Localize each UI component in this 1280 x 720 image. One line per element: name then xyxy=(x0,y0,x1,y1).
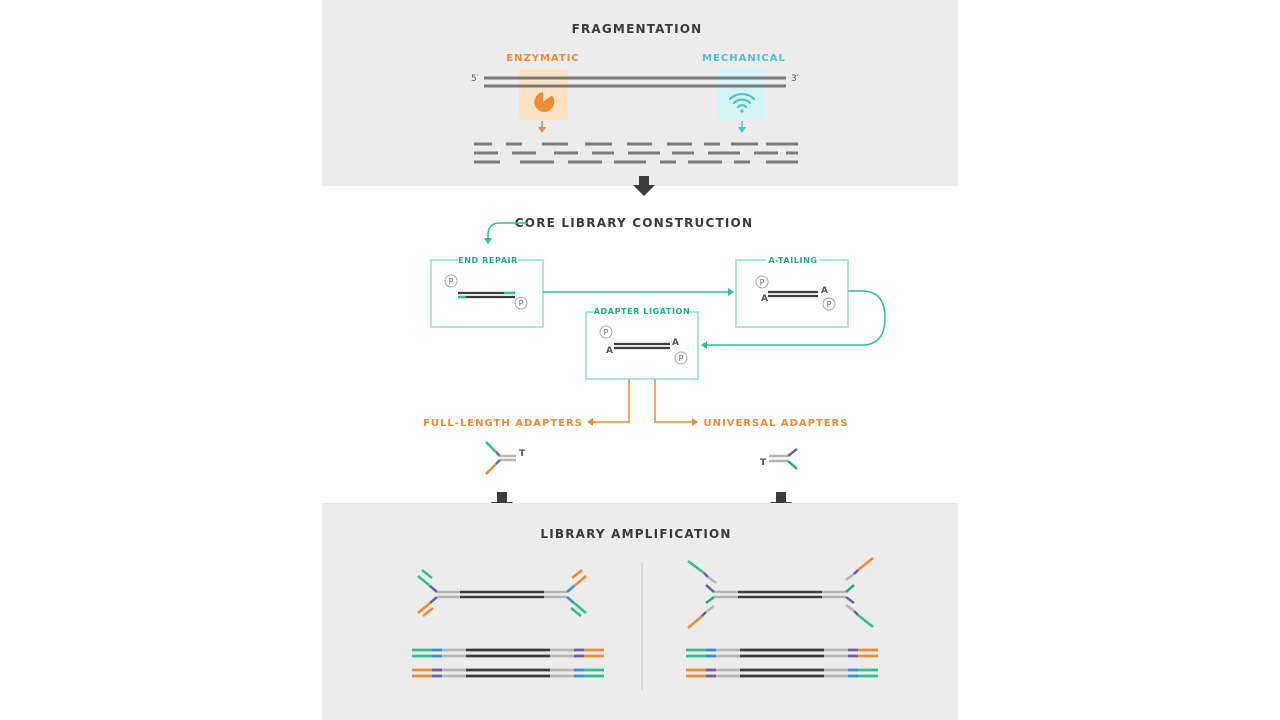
core-section: CORE LIBRARY CONSTRUCTION END REPAIR P P… xyxy=(423,216,886,475)
fragmentation-section: FRAGMENTATION ENZYMATIC MECHANICAL 5′ 3′ xyxy=(322,0,958,186)
phosphate-label: P xyxy=(760,278,765,287)
phosphate-label: P xyxy=(604,328,609,337)
arrow-a-tailing-to-ligation xyxy=(701,290,886,349)
enzymatic-label: ENZYMATIC xyxy=(506,53,580,64)
full-length-construct xyxy=(417,569,587,617)
end-repair-box: END REPAIR P P xyxy=(430,254,544,328)
full-length-adapters-label: FULL-LENGTH ADAPTERS xyxy=(423,418,583,429)
arrow-to-amplification-left xyxy=(491,492,513,513)
universal-adapter-icon: T xyxy=(760,448,798,470)
phosphate-label: P xyxy=(519,299,524,308)
three-prime-label: 3′ xyxy=(791,74,799,84)
t-base-label: T xyxy=(760,458,767,468)
mechanical-label: MECHANICAL xyxy=(702,53,786,64)
end-repair-label: END REPAIR xyxy=(458,256,518,265)
adapter-ligation-box: ADAPTER LIGATION P A A P xyxy=(585,305,699,380)
t-base-label: T xyxy=(519,449,526,459)
universal-adapters-label: UNIVERSAL ADAPTERS xyxy=(704,418,849,429)
genomic-dna xyxy=(484,76,786,88)
phosphate-label: P xyxy=(679,354,684,363)
a-tailing-box: A-TAILING P A A P xyxy=(735,254,849,328)
amplification-section: LIBRARY AMPLIFICATION xyxy=(322,503,958,720)
arrow-to-full-length xyxy=(587,379,630,426)
universal-construct xyxy=(687,557,874,629)
arrow-to-core xyxy=(633,176,655,196)
adapter-ligation-label: ADAPTER LIGATION xyxy=(594,307,691,316)
a-base-label: A xyxy=(761,294,768,304)
phosphate-label: P xyxy=(449,277,454,286)
five-prime-label: 5′ xyxy=(471,74,479,84)
full-length-amplified-library xyxy=(412,648,604,678)
entry-arrow xyxy=(484,222,528,244)
amplification-title: LIBRARY AMPLIFICATION xyxy=(540,527,731,541)
arrow-to-amplification-right xyxy=(770,492,792,513)
fragmentation-title: FRAGMENTATION xyxy=(572,22,703,36)
a-base-label: A xyxy=(672,338,679,348)
a-tailing-label: A-TAILING xyxy=(768,256,817,265)
phosphate-label: P xyxy=(827,300,832,309)
universal-amplified-library xyxy=(686,648,878,678)
a-base-label: A xyxy=(606,346,613,356)
enzymatic-highlight xyxy=(519,69,568,120)
enzyme-pacman-icon xyxy=(534,92,555,112)
wifi-waves-icon xyxy=(728,92,756,113)
dna-fragments xyxy=(474,142,798,164)
arrow-to-universal xyxy=(654,379,698,426)
fragmentation-panel xyxy=(322,0,958,186)
core-title: CORE LIBRARY CONSTRUCTION xyxy=(515,216,753,230)
full-length-adapter-icon: T xyxy=(485,441,526,475)
a-base-label: A xyxy=(821,286,828,296)
